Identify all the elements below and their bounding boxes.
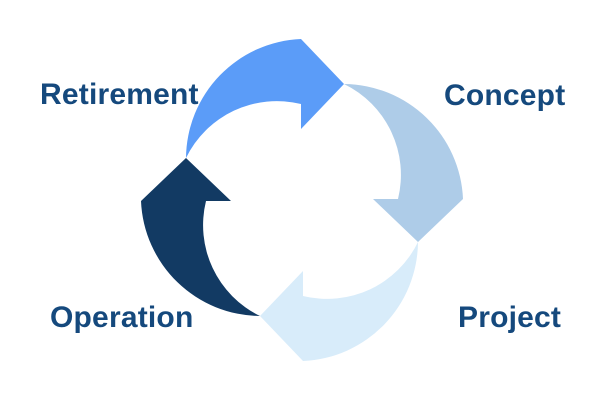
arrow-operation-to-retirement bbox=[141, 158, 260, 316]
arrow-project-to-operation bbox=[260, 242, 418, 361]
label-operation: Operation bbox=[50, 301, 194, 334]
label-retirement: Retirement bbox=[40, 78, 199, 111]
label-concept: Concept bbox=[444, 79, 566, 112]
label-project: Project bbox=[458, 301, 562, 334]
arrow-retirement-to-concept bbox=[186, 39, 344, 158]
